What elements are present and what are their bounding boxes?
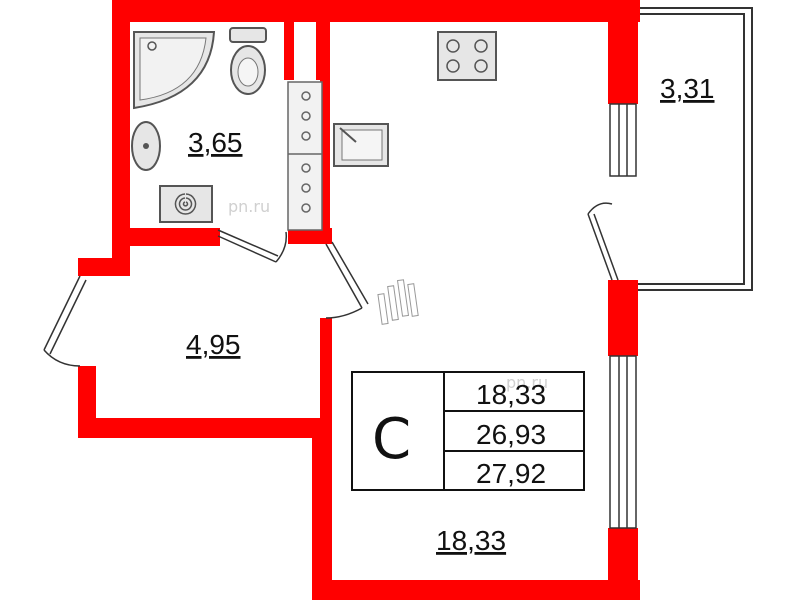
living-door: [325, 241, 369, 319]
wall-living-left-bottom: [312, 418, 332, 600]
washbasin-icon: [131, 121, 161, 171]
wall-bathroom-right-a: [284, 0, 294, 80]
total-with-balcony-value: 27,92: [476, 458, 546, 489]
balcony: [637, 7, 753, 291]
apartment-type-letter: С: [372, 407, 411, 472]
bathroom-area-label: 3,65: [188, 127, 243, 158]
bathtub-icon: [133, 31, 216, 110]
window-upper-right: [609, 103, 637, 177]
wall-right-top: [608, 0, 638, 104]
entrance-door: [43, 275, 87, 367]
wall-right-mid: [608, 280, 638, 356]
wall-hall-left-post: [112, 240, 130, 276]
balcony-door: [587, 202, 619, 281]
wall-bathroom-bottom: [112, 228, 220, 246]
wall-living-bottom: [312, 580, 640, 600]
window-lower-right: [609, 355, 637, 529]
total-area-value: 26,93: [476, 419, 546, 450]
balcony-area-label: 3,31: [660, 73, 715, 104]
washing-machine-icon: [159, 185, 213, 223]
watermark-main: pn.ru: [228, 197, 270, 216]
wall-top: [112, 0, 640, 22]
windows: [609, 103, 637, 529]
wall-right-bottom: [608, 528, 638, 600]
wall-living-left-top: [320, 0, 330, 244]
living-area-label: 18,33: [436, 525, 506, 556]
info-table: pn.ru С 18,33 26,93 27,92: [351, 371, 585, 491]
living-area-value: 18,33: [476, 379, 546, 410]
hall-area-label: 4,95: [186, 329, 241, 360]
walls: [78, 0, 640, 600]
wall-hall-right: [320, 318, 332, 438]
wall-hall-bottom: [78, 418, 332, 438]
watermark-table: pn.ru: [506, 373, 548, 392]
toilet-icon: [229, 27, 267, 95]
wall-bathroom-left: [112, 0, 130, 250]
kitchen-sink-icon: [333, 123, 389, 167]
stove-icon: [437, 31, 497, 81]
bathroom-door: [217, 229, 288, 263]
radiator-icon: [377, 279, 419, 325]
wardrobe-icon: [287, 81, 323, 231]
